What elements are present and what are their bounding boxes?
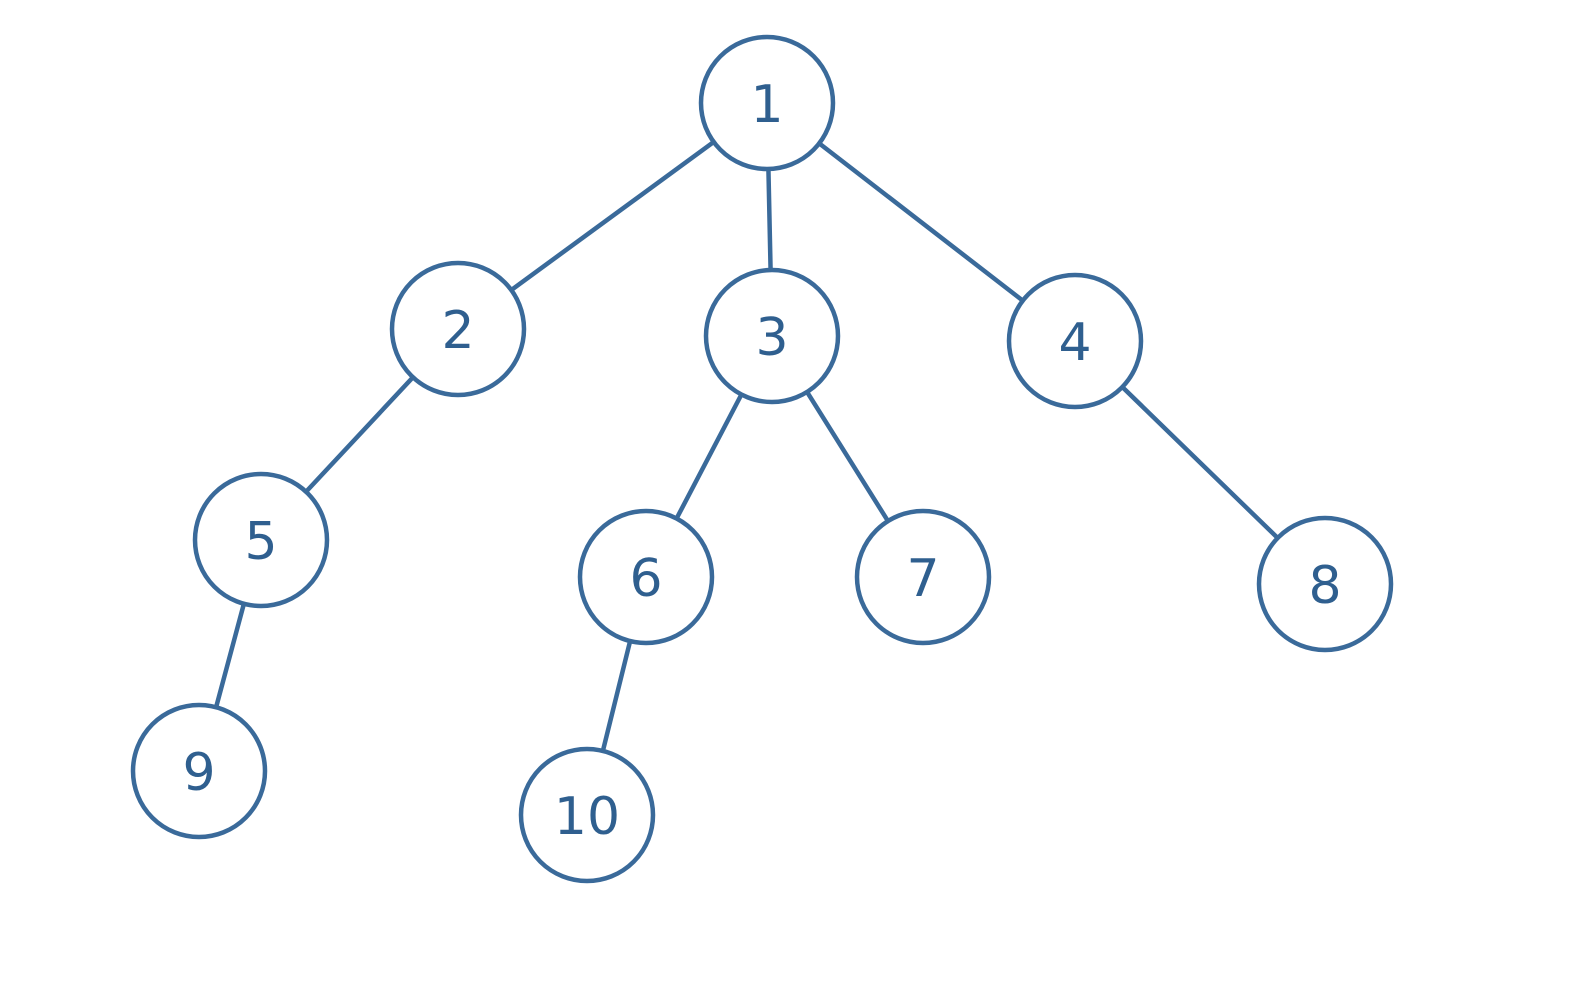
- edge-n2-n5: [303, 374, 416, 495]
- tree-node-8: 8: [1256, 515, 1394, 653]
- node-label: 6: [629, 549, 662, 609]
- edge-layer: [213, 139, 1280, 754]
- node-label: 7: [906, 549, 939, 609]
- node-label: 3: [755, 308, 788, 368]
- node-circle: [1006, 272, 1144, 410]
- edge-n3-n7: [804, 389, 891, 524]
- edge-n6-n10: [600, 638, 633, 754]
- node-circle: [1256, 515, 1394, 653]
- node-circle: [192, 471, 330, 609]
- edge-n4-n8: [1120, 384, 1280, 541]
- edge-n1-n3: [766, 166, 773, 273]
- edge-n1-n4: [816, 141, 1026, 303]
- tree-node-6: 6: [577, 508, 715, 646]
- node-circle: [389, 260, 527, 398]
- node-circle: [703, 267, 841, 405]
- edge-n3-n6: [674, 392, 744, 521]
- node-circle: [577, 508, 715, 646]
- node-circle: [698, 34, 836, 172]
- tree-node-3: 3: [703, 267, 841, 405]
- node-layer: 1 2 3 4 5 6 7 8 9 10: [130, 34, 1394, 884]
- node-label: 5: [244, 512, 277, 572]
- node-label: 8: [1308, 556, 1341, 616]
- tree-node-4: 4: [1006, 272, 1144, 410]
- node-circle: [854, 508, 992, 646]
- tree-node-5: 5: [192, 471, 330, 609]
- node-circle: [130, 702, 268, 840]
- tree-node-1: 1: [698, 34, 836, 172]
- tree-node-7: 7: [854, 508, 992, 646]
- node-label: 1: [750, 75, 783, 135]
- tree-node-10: 10: [518, 746, 656, 884]
- node-circle: [518, 746, 656, 884]
- node-label: 9: [182, 743, 215, 803]
- tree-node-2: 2: [389, 260, 527, 398]
- tree-node-9: 9: [130, 702, 268, 840]
- node-label: 4: [1058, 313, 1091, 373]
- node-label: 10: [554, 787, 620, 847]
- edge-n5-n9: [213, 601, 247, 710]
- node-label: 2: [441, 301, 474, 361]
- edge-n1-n2: [509, 139, 716, 293]
